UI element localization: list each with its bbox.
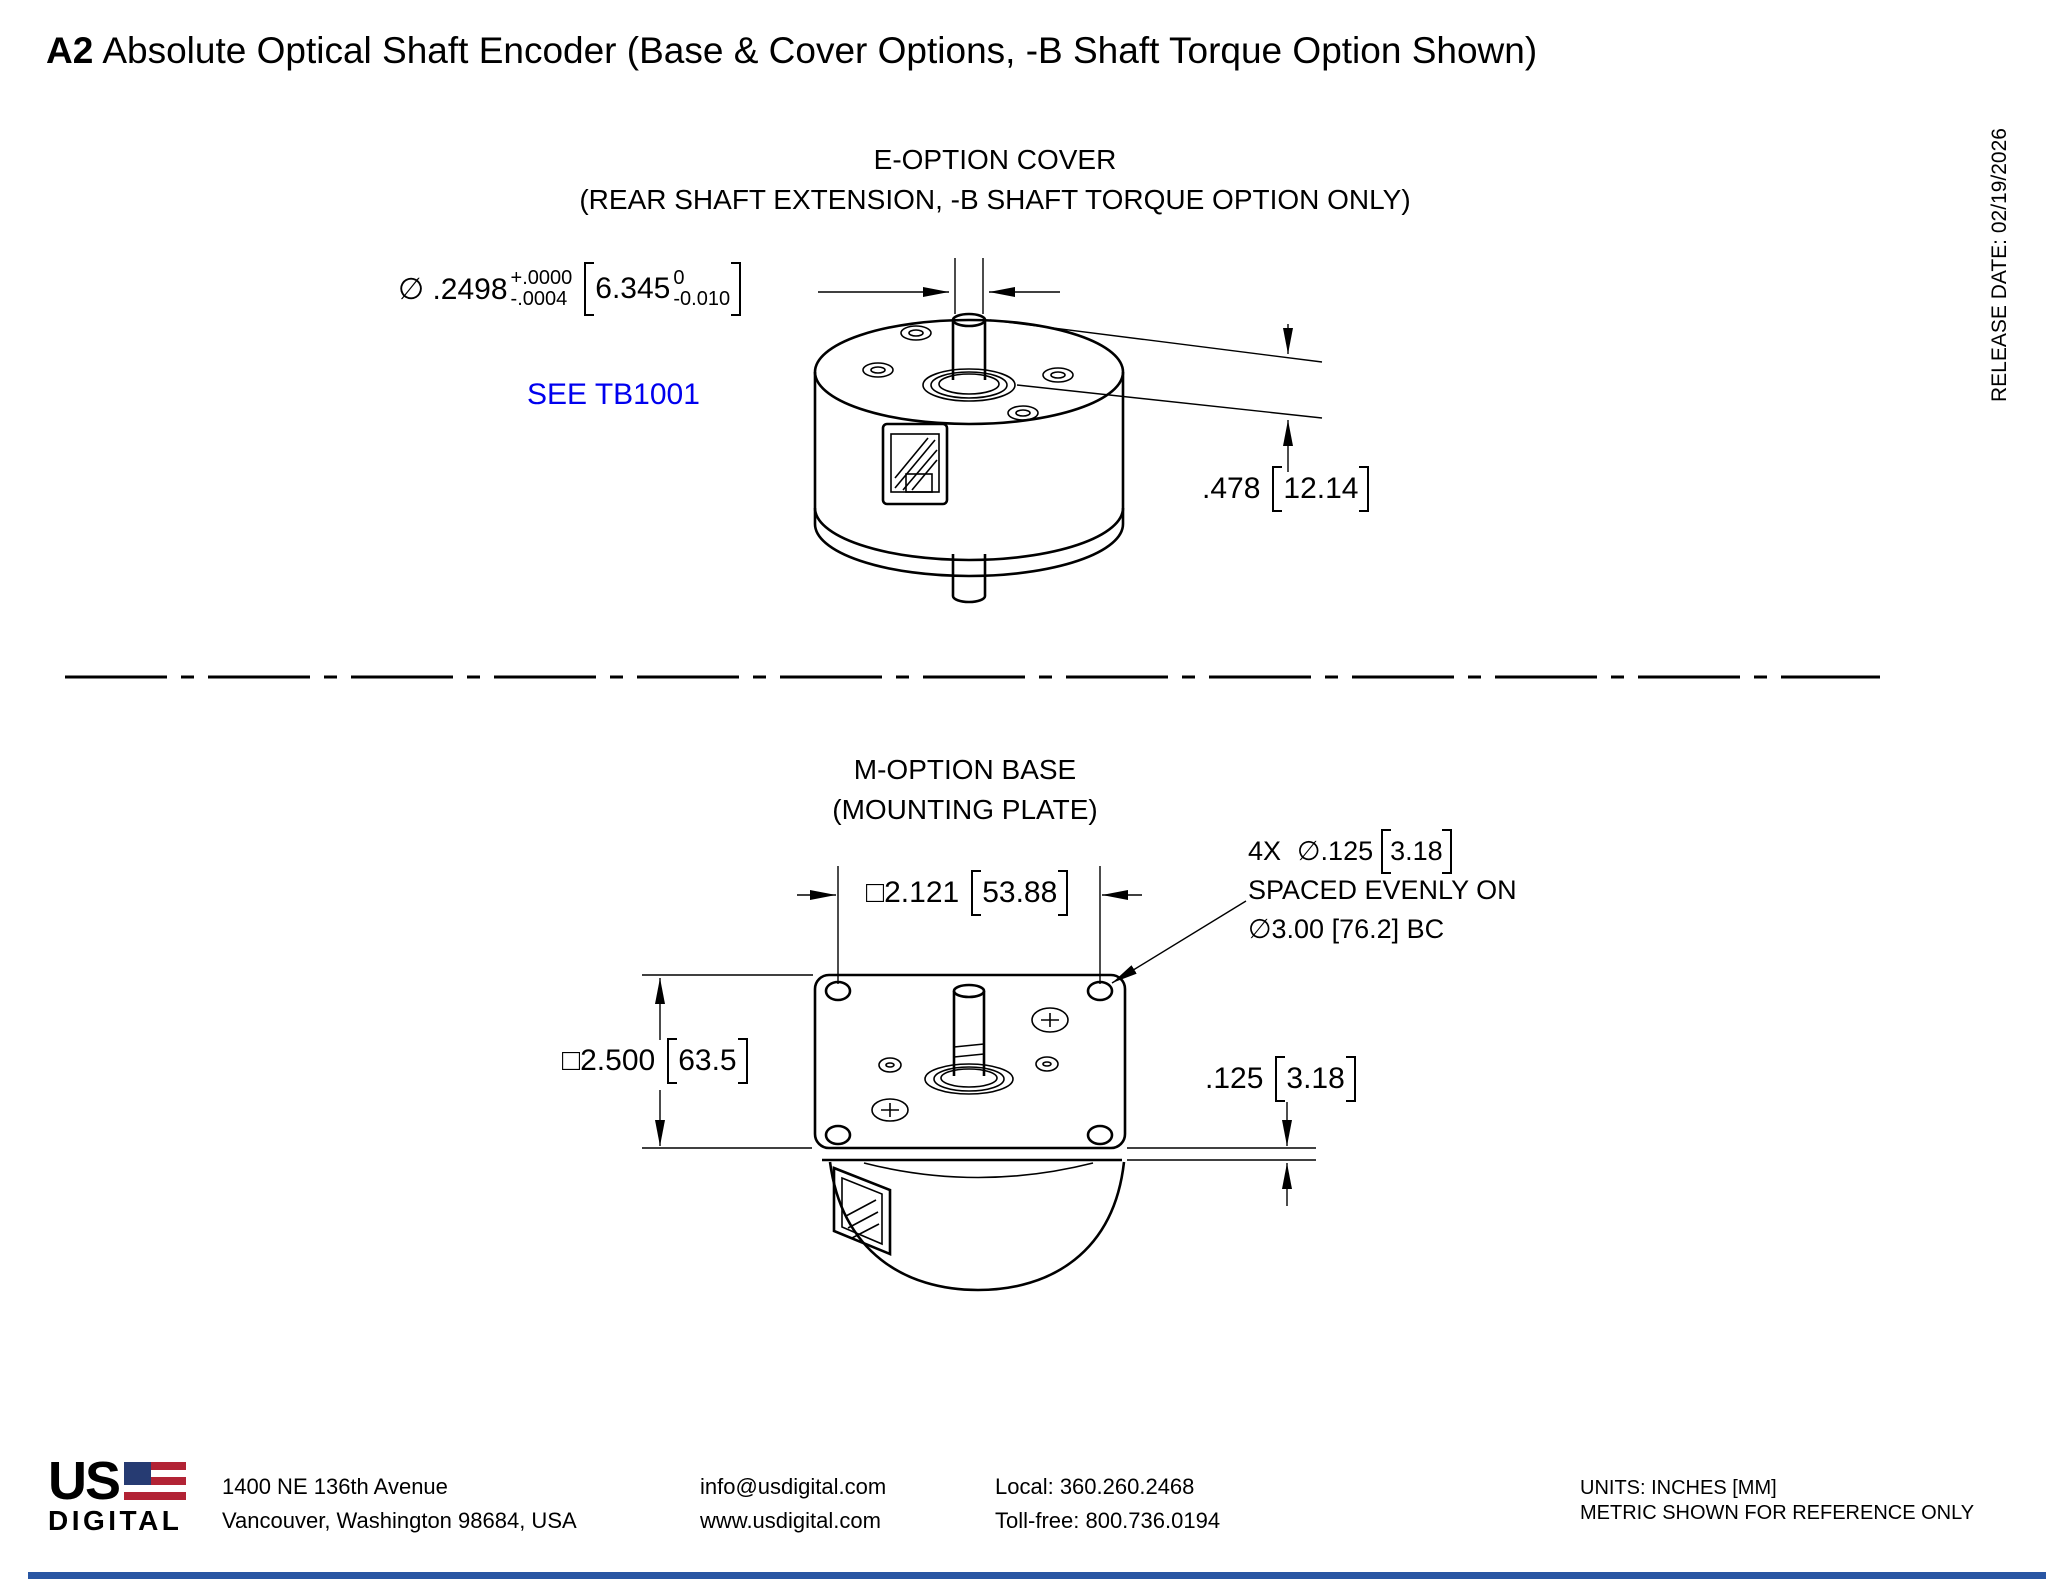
website-link[interactable]: www.usdigital.com	[700, 1508, 881, 1533]
units-line2: METRIC SHOWN FOR REFERENCE ONLY	[1580, 1502, 1975, 1524]
plate-screws	[871, 1007, 1069, 1122]
bottom-view-heading: M-OPTION BASE (MOUNTING PLATE)	[400, 750, 1530, 830]
plate-height-dimension-lines	[642, 974, 813, 1149]
footer-units-note: UNITS: INCHES [MM] METRIC SHOWN FOR REFE…	[1580, 1476, 1974, 1526]
m-option-base-drawing	[642, 866, 1316, 1292]
mounting-holes	[824, 980, 1114, 1146]
shaft-diameter-tolerance: +.0000-.0004	[510, 267, 573, 310]
model-number: A2	[46, 30, 94, 71]
top-view-heading: E-OPTION COVER (REAR SHAFT EXTENSION, -B…	[400, 140, 1590, 220]
page-title-text: Absolute Optical Shaft Encoder (Base & C…	[102, 30, 1538, 71]
footer-address: 1400 NE 136th Avenue Vancouver, Washingt…	[222, 1470, 577, 1538]
footer-accent-bar	[28, 1572, 2046, 1579]
us-digital-logo: US DIGITAL	[48, 1451, 187, 1536]
shaft-diameter-dimension-lines	[818, 258, 1060, 314]
logo-digital-text: DIGITAL	[48, 1505, 183, 1536]
top-view-heading-line2: (REAR SHAFT EXTENSION, -B SHAFT TORQUE O…	[579, 184, 1411, 215]
address-line2: Vancouver, Washington 98684, USA	[222, 1508, 577, 1533]
bottom-view-heading-line2: (MOUNTING PLATE)	[832, 794, 1098, 825]
shaft-diameter-value: ∅ .2498	[398, 272, 508, 306]
footer-phone: Local: 360.260.2468 Toll-free: 800.736.0…	[995, 1470, 1220, 1538]
units-line1: UNITS: INCHES [MM]	[1580, 1477, 1777, 1499]
holes-callout-leader	[1111, 900, 1247, 984]
footer-web: info@usdigital.com www.usdigital.com	[700, 1470, 886, 1538]
logo-us-text: US	[48, 1451, 121, 1511]
address-line1: 1400 NE 136th Avenue	[222, 1474, 448, 1499]
us-flag-icon	[124, 1462, 187, 1500]
cover-height-dimension-lines	[989, 319, 1323, 472]
bottom-view-heading-line1: M-OPTION BASE	[853, 754, 1077, 785]
release-date-label: RELEASE DATE: 02/19/2026	[1988, 128, 2011, 402]
hole-spacing-dimension-lines	[797, 866, 1142, 984]
email-link[interactable]: info@usdigital.com	[700, 1474, 887, 1499]
phone-tollfree: Toll-free: 800.736.0194	[995, 1508, 1221, 1533]
see-tb1001-link[interactable]: SEE TB1001	[527, 378, 700, 411]
holes-callout-line2: SPACED EVENLY ON	[1248, 875, 1517, 905]
e-option-cover-drawing	[813, 258, 1323, 604]
phone-local: Local: 360.260.2468	[995, 1474, 1195, 1499]
rj45-connector-icon	[881, 422, 949, 506]
plate-thickness-dimension-lines	[1127, 1102, 1316, 1206]
cover-screw-holes	[862, 325, 1074, 421]
top-view-heading-line1: E-OPTION COVER	[873, 144, 1117, 175]
holes-callout-line3: ∅3.00 [76.2] BC	[1248, 914, 1445, 944]
rj45-connector-icon-bottom	[832, 1166, 892, 1256]
